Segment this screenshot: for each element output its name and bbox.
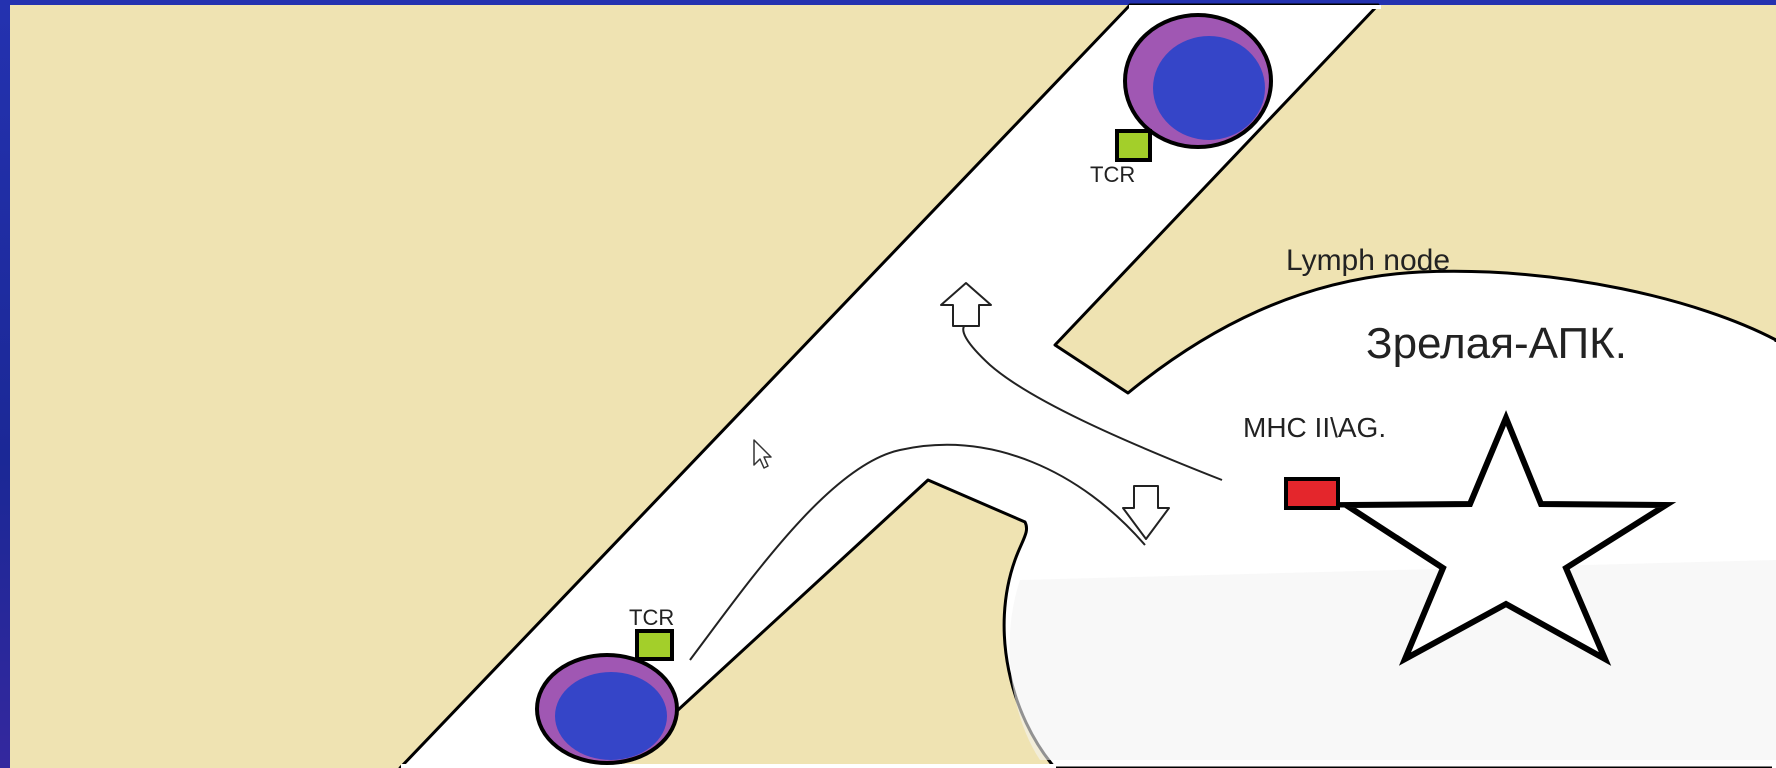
mhc-label: MHC II\AG. xyxy=(1243,412,1386,443)
tcr-receptor-bottom xyxy=(637,631,672,659)
tcr-label-bottom: TCR xyxy=(629,605,674,630)
lymph-node-label: Lymph node xyxy=(1286,244,1450,277)
tcr-label-top: TCR xyxy=(1090,162,1135,187)
apc-title: Зрелая-АПК. xyxy=(1366,319,1627,368)
t-cell-bottom xyxy=(537,655,677,763)
tcr-receptor-top xyxy=(1117,131,1150,160)
lymph-node-shading xyxy=(1010,560,1776,760)
t-cell-top xyxy=(1125,15,1271,147)
mhc-molecule xyxy=(1286,479,1338,508)
